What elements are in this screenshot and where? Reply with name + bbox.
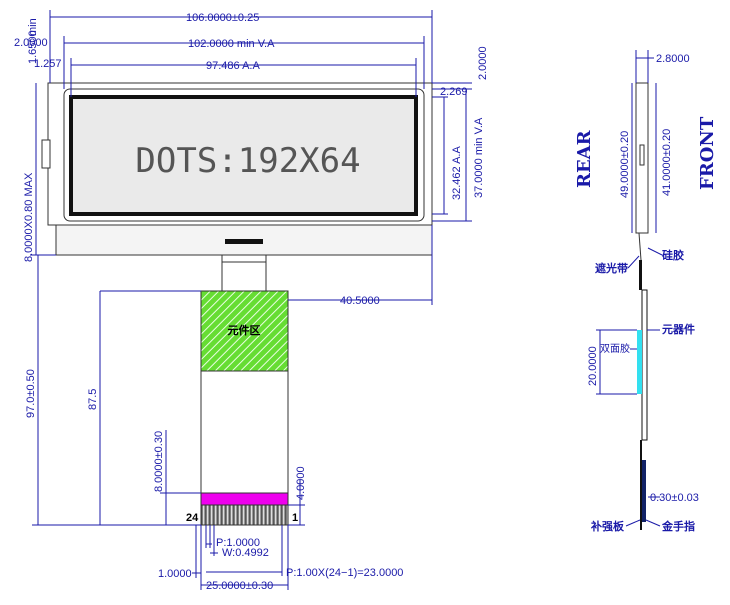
stiffener-band (200, 492, 289, 506)
fpc-neck (221, 254, 267, 292)
label-shading-tape: 遮光带 (595, 261, 628, 275)
dim-fpc-length: 87.5 (87, 389, 99, 410)
side-height-41: 41.0000±0.20 (661, 129, 673, 196)
dim-edge: 1.0000 (158, 568, 192, 580)
dim-stiffener: 8.0000±0.30 (153, 431, 165, 492)
dim-fpc-right: 40.5000 (340, 295, 380, 307)
side-top-thickness: 2.8000 (656, 53, 690, 65)
dim-aa-height: 32.462 A.A (451, 146, 463, 200)
pin-first-label: 24 (186, 512, 199, 524)
dim-active-area: 97.486 A.A (206, 60, 260, 72)
dim-va-height: 37.0000 min V.A (473, 117, 485, 198)
side-stiffener (640, 460, 646, 522)
dim-outline-width: 106.0000±0.25 (186, 12, 259, 24)
component-area (200, 290, 289, 372)
dim-gold-h: 4.0000 (295, 466, 307, 500)
component-area-label: 元件区 (228, 323, 261, 337)
viewing-area (63, 88, 425, 222)
side-tape-length: 20.0000 (587, 346, 599, 386)
side-fpc (639, 260, 642, 290)
dim-view-area: 102.0000 min V.A (188, 38, 275, 50)
side-view (635, 82, 649, 530)
label-gold-finger: 金手指 (661, 519, 695, 533)
side-dimensions (596, 50, 660, 498)
gold-fingers (200, 504, 289, 526)
side-double-tape (637, 330, 642, 394)
dim-left-1650: 1.6500 (27, 30, 39, 64)
dim-width: W:0.4992 (222, 547, 269, 559)
dim-left-2: 2.0000 (14, 37, 48, 49)
side-labels: REAR FRONT 2.8000 49.0000±0.20 41.0000±0… (574, 53, 718, 533)
dim-left-min: min (27, 18, 39, 36)
label-stiffener-board: 补强板 (590, 519, 625, 533)
dim-total-height: 97.0±0.50 (25, 369, 37, 418)
pin-last-label: 1 (292, 512, 298, 524)
label-components: 元器件 (662, 322, 695, 336)
dim-left-1257: 1.257 (34, 58, 62, 70)
front-view: DOTS:192X64 元件区 24 1 (41, 82, 433, 526)
dim-pitch: P:1.0000 (216, 537, 260, 549)
display-text: DOTS:192X64 (135, 141, 360, 181)
active-area (69, 95, 418, 216)
side-tab (41, 139, 51, 169)
dim-thickness: 8.0000X0.80 MAX (23, 172, 35, 262)
label-double-tape: 双面胶 (600, 342, 630, 355)
silicone-bar (225, 239, 263, 244)
side-height-49: 49.0000±0.20 (619, 131, 631, 198)
front-dimension-labels: 106.0000±0.25 102.0000 min V.A 97.486 A.… (14, 12, 489, 592)
dim-pitch-total: P:1.00X(24−1)=23.0000 (286, 567, 403, 579)
dim-top-20000: 2.0000 (477, 46, 489, 80)
front-dimensions (30, 10, 472, 590)
side-stiffener-thickness: 0.30±0.03 (650, 492, 699, 504)
front-label: FRONT (697, 116, 718, 190)
side-component (641, 289, 648, 441)
label-silicone: 硅胶 (662, 248, 684, 262)
dim-top-2269: 2.269 (440, 86, 468, 98)
dim-fpc-width: 25.0000±0.30 (206, 580, 273, 592)
rear-label: REAR (574, 129, 595, 188)
